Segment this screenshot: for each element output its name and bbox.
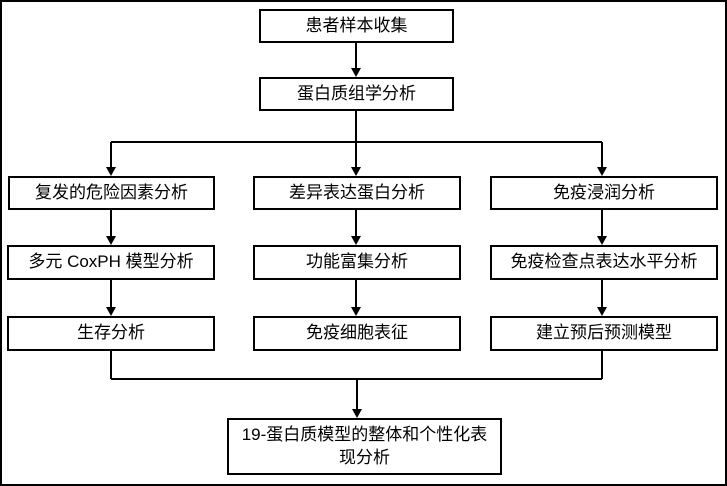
edge-proteomics-branch <box>110 111 603 168</box>
node-survival-analysis: 生存分析 <box>7 316 215 351</box>
node-proteomics-analysis: 蛋白质组学分析 <box>259 77 454 111</box>
arrowhead-into-immunecell <box>351 307 361 316</box>
arrowhead-into-coxph <box>106 236 116 245</box>
arrowhead-into-proteomics <box>351 68 361 77</box>
node-differential-protein-analysis: 差异表达蛋白分析 <box>253 176 461 210</box>
arrowhead-into-prognostic <box>597 307 607 316</box>
node-prognostic-model-construction: 建立预后预测模型 <box>490 316 718 351</box>
node-immune-checkpoint-expression-analysis: 免疫检查点表达水平分析 <box>490 245 718 280</box>
arrowhead-into-final <box>352 409 362 418</box>
edge-converge-to-final <box>110 351 603 410</box>
arrowhead-into-differential <box>351 167 361 176</box>
node-immune-infiltration-analysis: 免疫浸润分析 <box>490 176 718 210</box>
arrowhead-into-survival <box>106 307 116 316</box>
arrowhead-into-infiltration <box>597 167 607 176</box>
node-recurrence-risk-factor-analysis: 复发的危险因素分析 <box>8 176 215 210</box>
arrowhead-into-checkpoint <box>597 236 607 245</box>
node-immune-cell-characterization: 免疫细胞表征 <box>253 316 461 351</box>
arrowhead-into-recurrence <box>106 167 116 176</box>
node-coxph-model-analysis: 多元 CoxPH 模型分析 <box>7 245 215 280</box>
node-model-performance-analysis: 19-蛋白质模型的整体和个性化表现分析 <box>227 418 502 475</box>
node-patient-sample-collection: 患者样本收集 <box>259 9 454 43</box>
arrowhead-into-enrichment <box>351 236 361 245</box>
node-functional-enrichment-analysis: 功能富集分析 <box>253 245 461 280</box>
